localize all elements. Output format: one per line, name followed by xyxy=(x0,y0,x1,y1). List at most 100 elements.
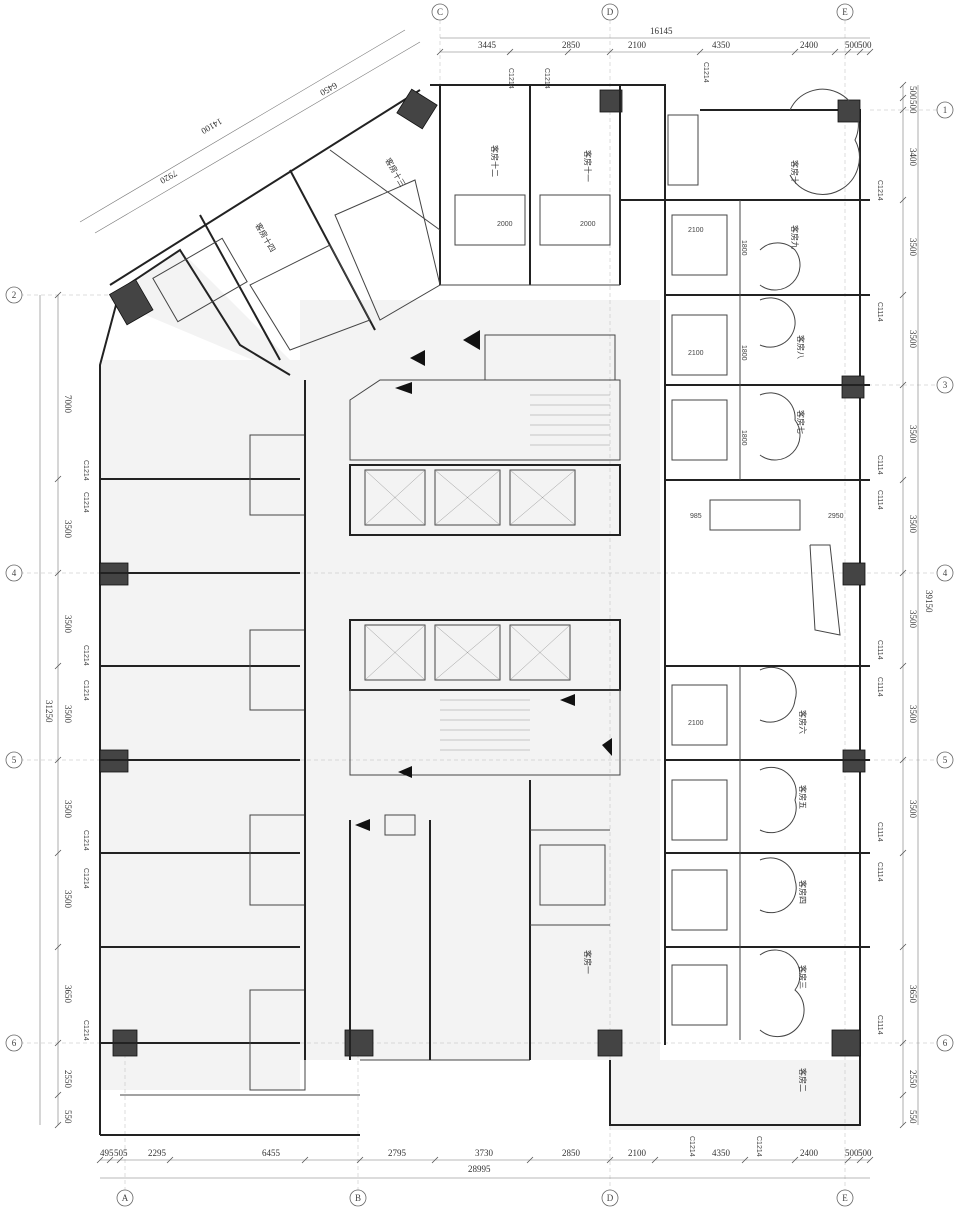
room-label: 客房十一 xyxy=(583,150,593,182)
right-dim-seg: 3500 xyxy=(908,800,918,819)
dim-tick xyxy=(54,756,62,764)
dim-tick xyxy=(899,81,907,89)
room-label: 客房二 xyxy=(798,1068,808,1092)
window-tag: C1214 xyxy=(755,1136,762,1157)
top-dim-seg: 2100 xyxy=(628,40,647,50)
right-dim-seg: 3500 xyxy=(908,330,918,349)
dimension-ticks xyxy=(54,48,907,1164)
dim-tick xyxy=(54,662,62,670)
dim-tick xyxy=(526,1156,534,1164)
dim-tick xyxy=(899,381,907,389)
window-tags: C1214 C1214 C1214 C1214 C1114 C1114 C111… xyxy=(82,62,883,1157)
grid-col-label: E xyxy=(842,1193,848,1203)
grid-row-label: 6 xyxy=(12,1038,17,1048)
window-tag: C1214 xyxy=(543,68,550,89)
dim-tick xyxy=(54,1121,62,1129)
window-tag: C1114 xyxy=(876,490,883,510)
window-tag: C1114 xyxy=(876,862,883,882)
room-dim: 2100 xyxy=(688,720,704,727)
dim-tick xyxy=(106,1156,114,1164)
angled-dimensions: 14100 7920 6450 xyxy=(158,80,339,186)
right-dim-seg: 3500 xyxy=(908,515,918,534)
bottom-dimension-chain: 495 505 2295 6455 2795 3730 2850 2100 43… xyxy=(100,1148,872,1174)
right-dim-seg: 500 xyxy=(908,100,918,114)
room-label: 客房十四 xyxy=(253,221,278,254)
dim-tick xyxy=(356,1156,364,1164)
dim-tick xyxy=(899,756,907,764)
dim-tick xyxy=(651,1156,659,1164)
right-dim-seg: 3500 xyxy=(908,610,918,629)
window-tag: C1214 xyxy=(507,68,514,89)
left-dim-seg: 3500 xyxy=(63,705,73,724)
bottom-dim-seg: 500 xyxy=(858,1148,872,1158)
right-dim-seg: 2550 xyxy=(908,1070,918,1089)
right-dim-seg: 500 xyxy=(908,86,918,100)
dim-tick xyxy=(506,48,514,56)
top-dim-seg: 2850 xyxy=(562,40,581,50)
window-tag: C1214 xyxy=(82,645,89,666)
room-label: 客房三 xyxy=(798,965,808,989)
right-dim-seg: 3500 xyxy=(908,238,918,257)
west-beams xyxy=(100,380,306,1091)
room-label: 客房一 xyxy=(583,950,593,974)
left-dim-seg: 3500 xyxy=(63,800,73,819)
room-dim: 2100 xyxy=(688,227,704,234)
top-dim-seg: 4350 xyxy=(712,40,731,50)
left-dim-seg: 3500 xyxy=(63,615,73,634)
dim-tick xyxy=(899,196,907,204)
grid-col-label: E xyxy=(842,7,848,17)
dim-tick xyxy=(436,48,444,56)
dim-tick xyxy=(96,1156,104,1164)
left-dim-seg: 2550 xyxy=(63,1070,73,1089)
stair-treads-south xyxy=(440,699,530,751)
window-tag: C1214 xyxy=(876,180,883,201)
stair-treads-north xyxy=(530,394,610,446)
grid-row-label: 3 xyxy=(943,380,948,390)
right-dimension-chain: 500 500 3400 3500 3500 3500 3500 3500 35… xyxy=(908,86,934,1124)
dim-tick xyxy=(54,1039,62,1047)
right-dim-seg: 3500 xyxy=(908,705,918,724)
room-label: 客房十二 xyxy=(490,145,500,177)
dim-tick xyxy=(606,1156,614,1164)
room-dim: 1800 xyxy=(740,430,747,446)
room-dim: 1800 xyxy=(740,240,747,256)
dim-tick xyxy=(866,48,874,56)
left-dim-seg: 550 xyxy=(63,1110,73,1124)
dim-tick xyxy=(866,1156,874,1164)
angled-dim: 7920 xyxy=(158,168,179,186)
dim-tick xyxy=(54,291,62,299)
window-tag: C1114 xyxy=(876,302,883,322)
bottom-dim-seg: 6455 xyxy=(262,1148,281,1158)
top-dim-seg: 500 xyxy=(845,40,859,50)
left-dim-total: 31250 xyxy=(44,700,54,723)
bottom-dim-seg: 4350 xyxy=(712,1148,731,1158)
dim-tick xyxy=(899,943,907,951)
grid-col-label: A xyxy=(122,1193,129,1203)
top-dim-seg: 3445 xyxy=(478,40,497,50)
dim-tick xyxy=(899,1121,907,1129)
dim-tick xyxy=(791,48,799,56)
room-dim: 2100 xyxy=(688,350,704,357)
dim-tick xyxy=(899,1091,907,1099)
bottom-dim-seg: 2850 xyxy=(562,1148,581,1158)
top-dim-seg: 500 xyxy=(858,40,872,50)
room-label: 客房七 xyxy=(796,410,806,434)
window-tag: C1214 xyxy=(82,492,89,513)
east-guestrooms xyxy=(665,88,870,1040)
window-tag: C1214 xyxy=(82,1020,89,1041)
grid-row-label: 5 xyxy=(12,755,17,765)
room-label: 客房六 xyxy=(798,710,808,734)
dim-tick xyxy=(856,1156,864,1164)
structural-columns xyxy=(99,88,866,1057)
bottom-dim-seg: 2795 xyxy=(388,1148,407,1158)
bottom-dim-total: 28995 xyxy=(468,1164,491,1174)
dim-tick xyxy=(54,1091,62,1099)
room-dim: 2000 xyxy=(497,221,513,228)
room-label: 客房四 xyxy=(798,880,808,904)
dim-tick xyxy=(606,48,614,56)
right-dim-seg: 3500 xyxy=(908,425,918,444)
window-tag: C1214 xyxy=(82,460,89,481)
dim-tick xyxy=(899,94,907,102)
window-tag: C1114 xyxy=(876,640,883,660)
